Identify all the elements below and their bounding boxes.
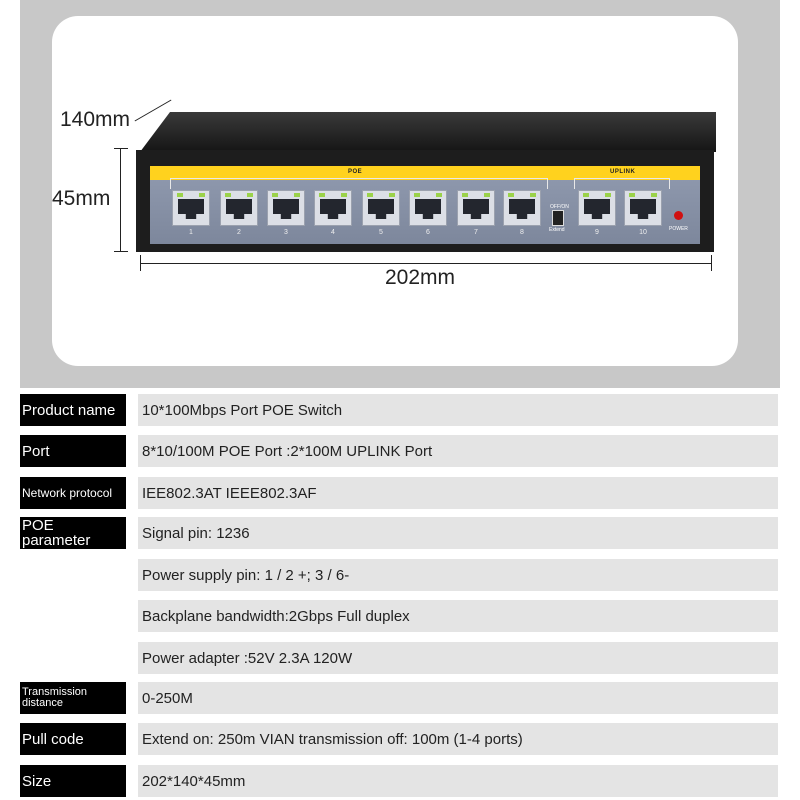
spec-value: 202*140*45mm (138, 765, 778, 797)
link-led-icon (629, 193, 635, 197)
rj45-socket-icon (178, 199, 204, 219)
spec-row: Transmission distance 0-250M (20, 682, 778, 714)
spec-value: 8*10/100M POE Port :2*100M UPLINK Port (138, 435, 778, 467)
port-number-label: 3 (284, 229, 288, 236)
spec-value: Backplane bandwidth:2Gbps Full duplex (138, 600, 778, 632)
activity-led-icon (389, 193, 395, 197)
width-cap-right (711, 255, 712, 271)
spec-label: Transmission distance (20, 682, 126, 714)
extend-toggle-switch (552, 210, 564, 226)
rj45-socket-icon (226, 199, 252, 219)
link-led-icon (177, 193, 183, 197)
rj45-socket-icon (630, 199, 656, 219)
activity-led-icon (341, 193, 347, 197)
rj45-socket-icon (463, 199, 489, 219)
port-number-label: 8 (520, 229, 524, 236)
poe-port (220, 190, 258, 226)
width-label: 202mm (385, 266, 456, 289)
spec-label: POE parameter (20, 517, 126, 549)
spec-row: POE parameter Signal pin: 1236 (20, 517, 778, 549)
spec-row: Pull code Extend on: 250m VIAN transmissi… (20, 723, 778, 755)
spec-row: Power supply pin: 1 / 2 +; 3 / 6- (20, 559, 778, 591)
spec-row: Size 202*140*45mm (20, 765, 778, 797)
port-number-label: 2 (237, 229, 241, 236)
link-led-icon (367, 193, 373, 197)
switch-bottom-label: Extend (549, 227, 565, 233)
rj45-socket-icon (509, 199, 535, 219)
poe-port (267, 190, 305, 226)
spec-label: Size (20, 765, 126, 797)
poe-port (457, 190, 495, 226)
height-label: 45mm (52, 187, 111, 210)
spec-label: Product name (20, 394, 126, 426)
spec-label: Port (20, 435, 126, 467)
poe-port (409, 190, 447, 226)
spec-label: Pull code (20, 723, 126, 755)
link-led-icon (414, 193, 420, 197)
switch-top-label: OFF/ON (550, 204, 569, 210)
activity-led-icon (436, 193, 442, 197)
poe-port (362, 190, 400, 226)
rj45-socket-icon (320, 199, 346, 219)
spec-value: Power supply pin: 1 / 2 +; 3 / 6- (138, 559, 778, 591)
poe-port (503, 190, 541, 226)
port-number-label: 7 (474, 229, 478, 236)
height-cap-top (114, 148, 128, 149)
uplink-port (624, 190, 662, 226)
uplink-group-frame (574, 178, 670, 189)
port-number-label: 6 (426, 229, 430, 236)
height-line (120, 148, 121, 252)
width-cap-left (140, 255, 141, 271)
spec-value: Signal pin: 1236 (138, 517, 778, 549)
link-led-icon (319, 193, 325, 197)
spec-row: Network protocol IEE802.3AT IEEE802.3AF (20, 477, 778, 509)
width-line (140, 263, 712, 264)
activity-led-icon (294, 193, 300, 197)
activity-led-icon (651, 193, 657, 197)
spec-row: Port 8*10/100M POE Port :2*100M UPLINK Po… (20, 435, 778, 467)
port-number-label: 1 (189, 229, 193, 236)
power-led-icon (674, 211, 683, 220)
port-number-label: 4 (331, 229, 335, 236)
spec-row: Backplane bandwidth:2Gbps Full duplex (20, 600, 778, 632)
poe-group-label: POE (346, 169, 365, 175)
spec-value: 10*100Mbps Port POE Switch (138, 394, 778, 426)
rj45-socket-icon (368, 199, 394, 219)
rj45-socket-icon (584, 199, 610, 219)
spec-value: 0-250M (138, 682, 778, 714)
activity-led-icon (484, 193, 490, 197)
switch-top-cover (140, 112, 716, 152)
power-label: POWER (669, 226, 688, 232)
depth-label: 140mm (60, 108, 131, 131)
port-number-label: 9 (595, 229, 599, 236)
uplink-group-label: UPLINK (608, 169, 638, 175)
link-led-icon (225, 193, 231, 197)
spec-row: Product name 10*100Mbps Port POE Switch (20, 394, 778, 426)
spec-value: Extend on: 250m VIAN transmission off: 1… (138, 723, 778, 755)
activity-led-icon (247, 193, 253, 197)
activity-led-icon (605, 193, 611, 197)
spec-row: Power adapter :52V 2.3A 120W (20, 642, 778, 674)
poe-port (172, 190, 210, 226)
spec-label: Network protocol (20, 477, 126, 509)
link-led-icon (462, 193, 468, 197)
poe-group-frame (170, 178, 548, 189)
rj45-socket-icon (415, 199, 441, 219)
activity-led-icon (530, 193, 536, 197)
link-led-icon (272, 193, 278, 197)
height-cap-bottom (114, 251, 128, 252)
link-led-icon (508, 193, 514, 197)
rj45-socket-icon (273, 199, 299, 219)
link-led-icon (583, 193, 589, 197)
poe-port (314, 190, 352, 226)
activity-led-icon (199, 193, 205, 197)
spec-value: Power adapter :52V 2.3A 120W (138, 642, 778, 674)
port-number-label: 5 (379, 229, 383, 236)
uplink-port (578, 190, 616, 226)
spec-value: IEE802.3AT IEEE802.3AF (138, 477, 778, 509)
port-number-label: 10 (639, 229, 647, 236)
